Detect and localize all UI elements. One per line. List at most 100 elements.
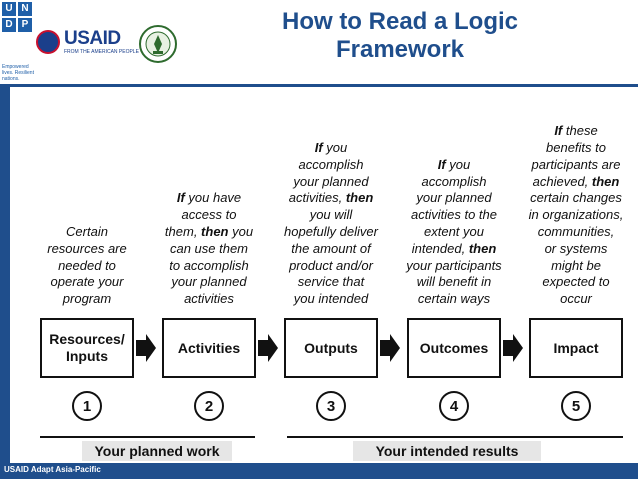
- stage-label-line: Inputs: [65, 348, 108, 364]
- description-line: hopefully deliver: [275, 224, 387, 241]
- usaid-seal-icon: [36, 30, 60, 54]
- left-accent-bar: [0, 87, 10, 463]
- undp-letter-d: D: [2, 18, 16, 32]
- description-line: your participants: [398, 258, 510, 275]
- description-line: access to: [153, 207, 265, 224]
- undp-letter-p: P: [18, 18, 32, 32]
- footer-text: USAID Adapt Asia-Pacific: [4, 465, 101, 474]
- description-text: expected to: [542, 274, 610, 290]
- keyword-then: then: [591, 173, 620, 189]
- description-line: If you: [275, 140, 387, 157]
- description-text: in organizations,: [528, 207, 624, 223]
- description-line: your planned: [398, 190, 510, 207]
- arrow-right-icon: [258, 334, 278, 362]
- description-line: your planned: [153, 274, 265, 291]
- description-text: them,: [164, 223, 202, 239]
- description-text: accomplish: [421, 173, 487, 189]
- stage-label-line: Resources/: [49, 331, 125, 347]
- description-text: your planned: [171, 274, 247, 290]
- stage-box-4: Outcomes: [407, 318, 501, 378]
- description-line: accomplish: [398, 174, 510, 191]
- description-text: product and/or: [289, 257, 373, 273]
- description-text: accomplish: [298, 156, 364, 172]
- stage-label-line: Outputs: [304, 339, 358, 356]
- description-text: extent you: [424, 223, 484, 239]
- description-text: activities: [184, 291, 234, 307]
- description-line: needed to: [31, 258, 143, 275]
- description-line: them, then you: [153, 224, 265, 241]
- stage-label: Activities: [178, 340, 240, 357]
- description-line: If you have: [153, 190, 265, 207]
- usaid-wordmark: USAID: [64, 28, 121, 49]
- description-text: participants are: [531, 156, 621, 172]
- keyword-then: then: [468, 240, 497, 256]
- stage-label: Resources/Inputs: [49, 331, 124, 365]
- description-line: If these: [520, 123, 632, 140]
- stage-label-line: Impact: [553, 339, 599, 356]
- stage-box-5: Impact: [529, 318, 623, 378]
- description-line: will benefit in: [398, 274, 510, 291]
- description-line: service that: [275, 274, 387, 291]
- intended-results-label: Your intended results: [353, 441, 541, 461]
- description-line: you intended: [275, 291, 387, 308]
- description-text: you will: [309, 207, 353, 223]
- keyword-if: If: [437, 156, 446, 172]
- arrow-right-icon: [380, 334, 400, 362]
- stage-label-line: Outcomes: [419, 339, 489, 356]
- stage-number-3: 3: [316, 391, 346, 421]
- description-text: intended,: [411, 240, 469, 256]
- title-line-2: Framework: [335, 36, 465, 63]
- keyword-then: then: [201, 223, 229, 239]
- description-text: activities,: [288, 190, 346, 206]
- description-line: benefits to: [520, 140, 632, 157]
- description-text: the amount of: [291, 240, 371, 256]
- description-text: might be: [551, 257, 601, 273]
- arrow-right-icon: [503, 334, 523, 362]
- description-line: to accomplish: [153, 258, 265, 275]
- description-text: achieved,: [532, 173, 592, 189]
- stage-box-3: Outputs: [284, 318, 378, 378]
- page-title: How to Read a Logic Framework: [240, 8, 560, 64]
- description-text: you intended: [293, 291, 369, 307]
- description-line: can use them: [153, 241, 265, 258]
- description-line: your planned: [275, 174, 387, 191]
- keyword-if: If: [176, 190, 185, 206]
- description-text: you: [322, 140, 348, 155]
- description-text: occur: [560, 291, 592, 307]
- description-text: your planned: [293, 173, 369, 189]
- description-line: activities, then: [275, 190, 387, 207]
- description-line: might be: [520, 258, 632, 275]
- description-line: achieved, then: [520, 174, 632, 191]
- description-text: you: [445, 156, 471, 172]
- stage-number-2: 2: [194, 391, 224, 421]
- arrow-right-icon: [136, 334, 156, 362]
- description-line: If you: [398, 157, 510, 174]
- description-line: communities,: [520, 224, 632, 241]
- description-line: intended, then: [398, 241, 510, 258]
- keyword-then: then: [345, 190, 374, 206]
- description-text: service that: [297, 274, 365, 290]
- description-text: to accomplish: [169, 257, 249, 273]
- description-text: will benefit in: [416, 274, 492, 290]
- description-text: needed to: [58, 257, 116, 273]
- stage-number-4: 4: [439, 391, 469, 421]
- description-text: program: [62, 291, 112, 307]
- keyword-if: If: [314, 140, 323, 155]
- description-text: communities,: [537, 223, 615, 239]
- description-line: resources are: [31, 241, 143, 258]
- description-text: benefits to: [546, 139, 606, 155]
- description-line: certain ways: [398, 291, 510, 308]
- stage-box-2: Activities: [162, 318, 256, 378]
- description-text: Certain: [66, 224, 108, 239]
- description-text: activities to the: [411, 207, 497, 223]
- description-text: resources are: [47, 240, 127, 256]
- description-line: Certain: [31, 224, 143, 241]
- stage-number-1: 1: [72, 391, 102, 421]
- header: U N D P Empowered lives. Resilient natio…: [0, 0, 638, 84]
- description-text: your participants: [406, 257, 502, 273]
- description-line: activities: [153, 291, 265, 308]
